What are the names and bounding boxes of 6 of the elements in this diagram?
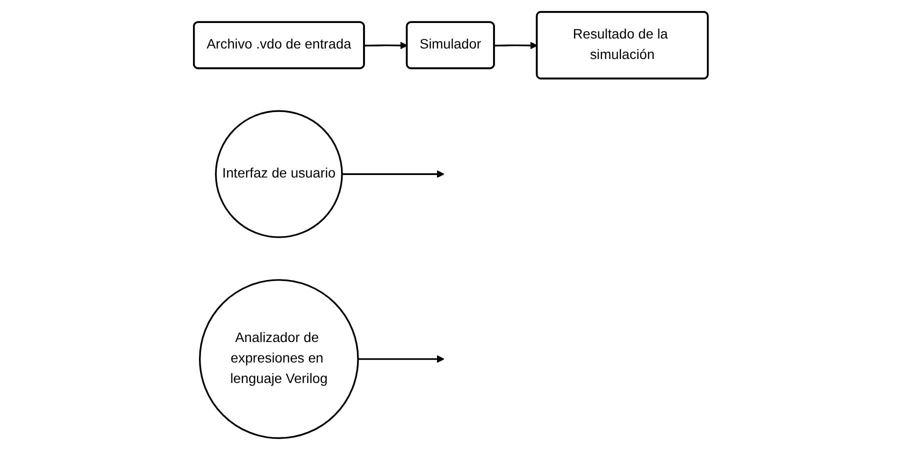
node-circle: Analizador de expresiones en lenguaje Verilog bbox=[199, 278, 360, 438]
arrow bbox=[494, 41, 538, 49]
node-circle: Interfaz de usuario bbox=[215, 110, 344, 238]
arrow bbox=[342, 170, 444, 178]
arrow bbox=[358, 354, 444, 362]
arrow bbox=[364, 41, 408, 49]
